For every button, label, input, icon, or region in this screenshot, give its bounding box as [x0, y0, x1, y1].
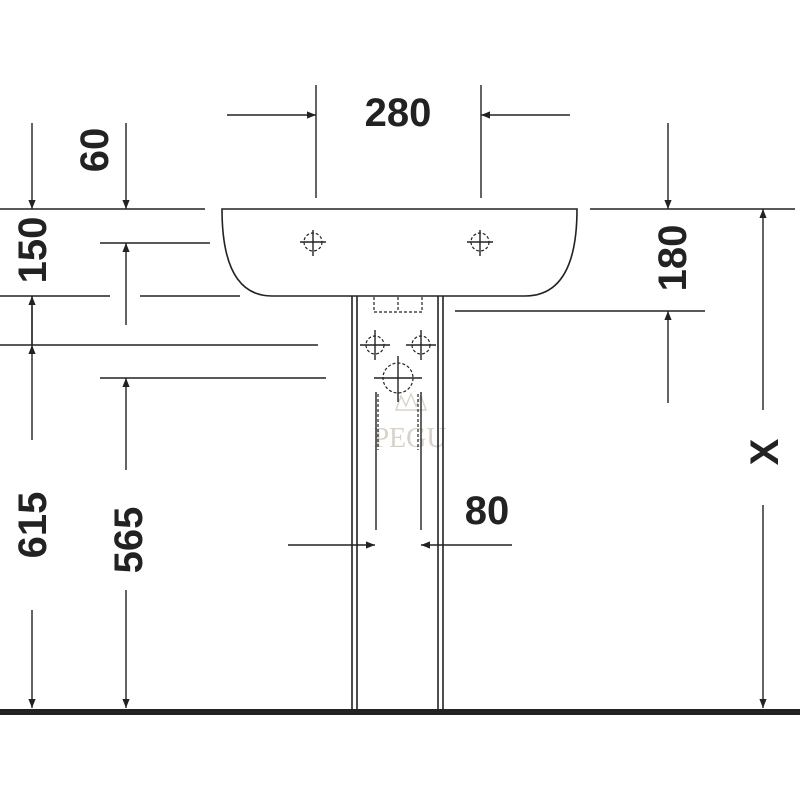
dimension-label-180: 180: [651, 225, 695, 292]
basin-outline: [221, 208, 578, 297]
dimension-label-80: 80: [465, 489, 510, 533]
watermark-crown-icon: [395, 392, 427, 411]
dimension-180: 180: [651, 123, 695, 403]
dimension-150: 150: [11, 123, 55, 345]
watermark-brand: PEGU: [373, 423, 446, 454]
dimension-80: 80: [288, 489, 512, 549]
waste-pipe-dashed: [377, 394, 419, 450]
dimension-label-615: 615: [11, 492, 55, 559]
dimension-label-x: X: [743, 438, 787, 465]
floor-line: [0, 709, 800, 715]
pedestal: [351, 296, 444, 709]
dimension-label-150: 150: [11, 217, 55, 284]
pipe-fitting-left: [360, 330, 390, 360]
waste-outlet: [374, 356, 422, 402]
dimension-label-60: 60: [73, 128, 117, 173]
dimension-60: 60: [73, 123, 130, 209]
pipe-fitting-right: [406, 330, 436, 360]
dimension-280: 280: [227, 85, 570, 198]
tap-hole-left: [300, 230, 326, 256]
dimension-x: X: [743, 209, 787, 708]
waste-pipe-axis: [375, 392, 422, 530]
dimension-label-565: 565: [107, 507, 151, 574]
dimension-565: 565: [107, 378, 151, 708]
tap-hole-right: [467, 230, 493, 256]
watermark: PEGU: [373, 392, 447, 454]
dimension-label-280: 280: [365, 91, 432, 135]
dimension-615: 615: [11, 345, 55, 708]
